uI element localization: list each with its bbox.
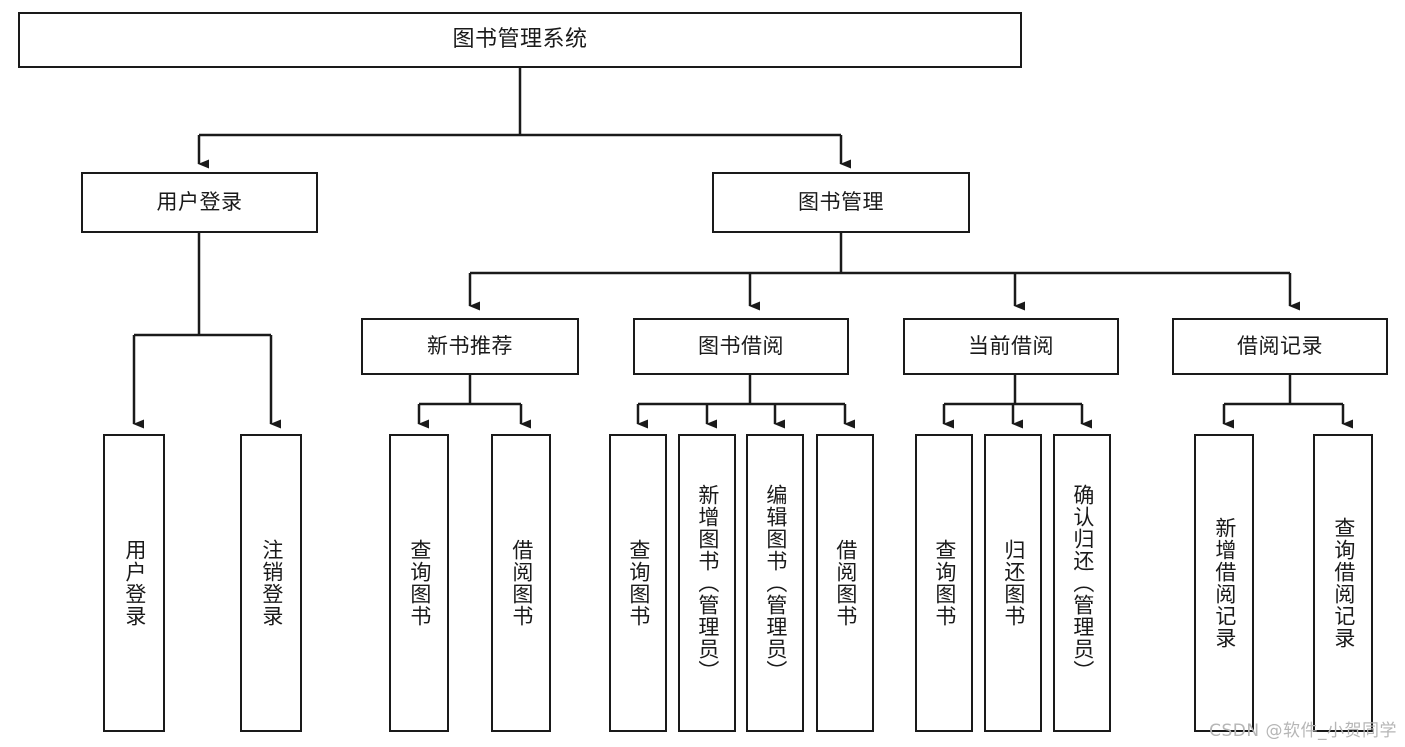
node-borrow-records[interactable]: 借阅记录 [1172, 318, 1388, 375]
leaf-current-confirm-return-admin[interactable]: 确认归还（管理员） [1053, 434, 1111, 732]
node-user-login[interactable]: 用户登录 [81, 172, 318, 233]
leaf-label: 查询图书 [407, 539, 432, 627]
leaf-label: 借阅图书 [833, 539, 858, 627]
leaf-label: 归还图书 [1001, 539, 1026, 627]
node-current-borrow[interactable]: 当前借阅 [903, 318, 1119, 375]
leaf-label: 确认归还（管理员） [1070, 484, 1095, 682]
leaf-user-login-logout[interactable]: 注销登录 [240, 434, 302, 732]
leaf-new-book-query-books[interactable]: 查询图书 [389, 434, 449, 732]
leaf-user-login-login[interactable]: 用户登录 [103, 434, 165, 732]
csdn-watermark: CSDN @软件_小贺同学 [1209, 721, 1397, 741]
leaf-label: 新增借阅记录 [1212, 517, 1237, 649]
leaf-label: 查询图书 [626, 539, 651, 627]
leaf-new-book-borrow-books[interactable]: 借阅图书 [491, 434, 551, 732]
leaf-current-return-books[interactable]: 归还图书 [984, 434, 1042, 732]
leaf-borrow-edit-book-admin[interactable]: 编辑图书（管理员） [746, 434, 804, 732]
leaf-label: 借阅图书 [509, 539, 534, 627]
leaf-borrow-borrow-books[interactable]: 借阅图书 [816, 434, 874, 732]
leaf-label: 查询借阅记录 [1331, 517, 1356, 649]
leaf-borrow-query-books[interactable]: 查询图书 [609, 434, 667, 732]
leaf-records-add-record[interactable]: 新增借阅记录 [1194, 434, 1254, 732]
node-book-borrow[interactable]: 图书借阅 [633, 318, 849, 375]
node-new-book-recommend[interactable]: 新书推荐 [361, 318, 579, 375]
leaf-label: 编辑图书（管理员） [763, 484, 788, 682]
leaf-label: 新增图书（管理员） [695, 484, 720, 682]
leaf-records-query-record[interactable]: 查询借阅记录 [1313, 434, 1373, 732]
leaf-label: 查询图书 [932, 539, 957, 627]
node-book-management[interactable]: 图书管理 [712, 172, 970, 233]
leaf-borrow-add-book-admin[interactable]: 新增图书（管理员） [678, 434, 736, 732]
leaf-current-query-books[interactable]: 查询图书 [915, 434, 973, 732]
leaf-label: 用户登录 [122, 539, 147, 627]
node-root-system[interactable]: 图书管理系统 [18, 12, 1022, 68]
leaf-label: 注销登录 [259, 539, 284, 627]
